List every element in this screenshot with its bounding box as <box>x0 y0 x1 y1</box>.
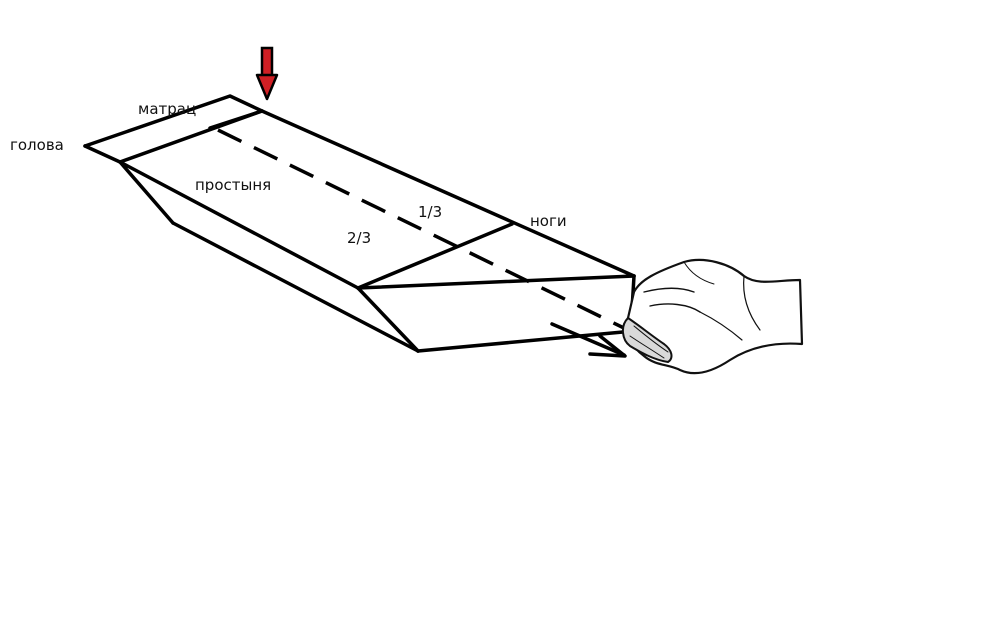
right-arrow-icon <box>550 322 627 358</box>
label-sheet: простыня <box>195 176 271 194</box>
label-feet: ноги <box>530 212 567 230</box>
label-two-thirds: 2/3 <box>347 229 371 247</box>
mattress-side-bottom <box>171 221 420 353</box>
sheet-third-divider <box>356 222 514 290</box>
label-head: голова <box>10 136 64 154</box>
label-mattress: матрац <box>138 100 196 118</box>
sheet-head-edge <box>208 109 264 130</box>
mattress-top-edge-head <box>83 144 122 164</box>
mattress-feet-bottom <box>416 330 625 353</box>
mattress-top-edge-far <box>260 109 636 278</box>
down-arrow-icon <box>255 46 279 101</box>
mattress-top-edge-feet-end <box>356 274 636 290</box>
mattress-side-head-diagonal <box>118 160 175 225</box>
mattress-top-edge-near <box>118 160 360 290</box>
sheet-fold-dashed-line <box>217 128 627 331</box>
mattress-side-feet-diagonal <box>356 286 420 353</box>
label-one-third: 1/3 <box>418 203 442 221</box>
hand-icon <box>622 258 804 375</box>
mattress-top-flap <box>83 94 264 148</box>
mattress-outline <box>83 94 636 353</box>
